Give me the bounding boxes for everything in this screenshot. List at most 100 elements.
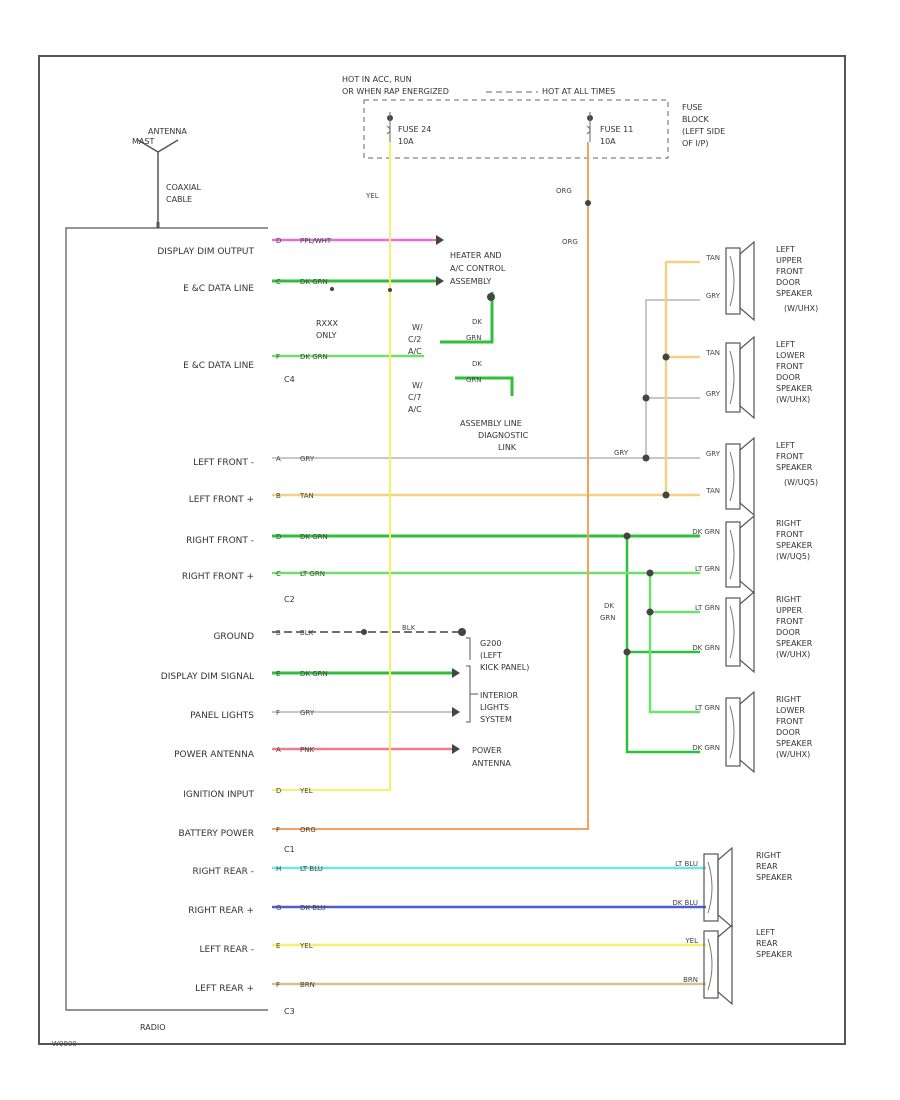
- fuse-24: FUSE 24 10A: [386, 112, 431, 146]
- speaker-name-line: FRONT: [776, 530, 803, 539]
- radio-outline: [65, 227, 268, 1011]
- fuse-24-rating: 10A: [398, 137, 414, 146]
- radio-pin-label: E &C DATA LINE: [183, 361, 254, 371]
- c2-ac-2: C/2: [408, 335, 421, 344]
- speaker-connector: [725, 597, 741, 667]
- hot-run-label-2: OR WHEN RAP ENERGIZED: [342, 87, 449, 96]
- wire-label-blk: BLK: [402, 624, 416, 632]
- hot-all-times-label: HOT AT ALL TIMES: [542, 87, 615, 96]
- power-antenna-label-1: POWER: [472, 746, 502, 755]
- speaker-cone-icon: [739, 590, 755, 674]
- radio-pin-letter: F: [276, 826, 280, 834]
- fuse-block-label-3: (LEFT SIDE: [682, 127, 725, 136]
- radio-wire-color-label: PPL/WHT: [300, 237, 332, 245]
- speaker-name-line: (W/UHX): [776, 395, 810, 404]
- speaker-coil-icon: [729, 255, 735, 307]
- speaker-connector: [703, 853, 719, 922]
- speaker-name-line: DOOR: [776, 278, 801, 287]
- speaker-name-line: (W/UHX): [776, 750, 810, 759]
- heater-ac-label-2: A/C CONTROL: [450, 264, 506, 273]
- dk-grn-a-2: GRN: [466, 334, 482, 342]
- speaker-name-line: DOOR: [776, 728, 801, 737]
- coax-label-2: CABLE: [166, 195, 192, 204]
- speaker-connector: [725, 247, 741, 315]
- speaker-coil-icon: [729, 705, 735, 759]
- speaker-wire-label: GRY: [706, 390, 721, 398]
- speaker-name-line: LOWER: [776, 706, 805, 715]
- speaker-name-line: FRONT: [776, 362, 803, 371]
- connector-c2: C2: [284, 595, 295, 604]
- radio-wire-color-label: YEL: [299, 787, 313, 795]
- speaker-name-line: SPEAKER: [776, 739, 813, 748]
- fuse-11-rating: 10A: [600, 137, 616, 146]
- radio-wire-color-label: TAN: [299, 492, 314, 500]
- speaker-name-line: SPEAKER: [776, 463, 813, 472]
- radio-wire-color-label: LT BLU: [300, 865, 323, 873]
- power-section: HOT IN ACC, RUN OR WHEN RAP ENERGIZED HO…: [342, 75, 725, 159]
- speaker-coil-icon: [729, 529, 735, 580]
- fuse-11-label: FUSE 11: [600, 125, 633, 134]
- radio-pin-letter: D: [276, 533, 281, 541]
- speaker-name-line: (W/UHX): [776, 650, 810, 659]
- speaker-connector: [703, 930, 719, 999]
- speaker-name-line: SPEAKER: [756, 950, 793, 959]
- radio-pin-label: E &C DATA LINE: [183, 284, 254, 294]
- radio-wire-color-label: DK GRN: [300, 670, 328, 678]
- speaker-wire-label: YEL: [684, 937, 698, 945]
- speaker-cone-icon: [717, 846, 733, 929]
- fuse-block-label-1: FUSE: [682, 103, 703, 112]
- radio-pin-label: RIGHT FRONT +: [182, 572, 254, 582]
- radio-unit: RADIO: [65, 227, 268, 1032]
- wire-label-org-1: ORG: [556, 187, 572, 195]
- speaker-wire-label: DK GRN: [692, 644, 720, 652]
- wire-data-c2: [440, 292, 494, 344]
- speaker-name-line: DOOR: [776, 628, 801, 637]
- speaker-name-line: SPEAKER: [756, 873, 793, 882]
- radio-wire-color-label: LT GRN: [300, 570, 325, 578]
- speaker-name-line: RIGHT: [756, 851, 781, 860]
- fuse-11: FUSE 11 10A: [586, 112, 633, 146]
- speaker-name-line: REAR: [756, 939, 778, 948]
- footer-code: W0000: [52, 1040, 77, 1048]
- speaker-name-line: RIGHT: [776, 695, 801, 704]
- radio-pin-label: LEFT FRONT -: [193, 458, 254, 468]
- speaker-name-line: UPPER: [776, 256, 803, 265]
- speaker-wire-label: GRY: [706, 450, 721, 458]
- ground-label-1: G200: [480, 639, 501, 648]
- speaker-name-line: LOWER: [776, 351, 805, 360]
- connector-c3: C3: [284, 1007, 295, 1016]
- coax-label-1: COAXIAL: [166, 183, 202, 192]
- speaker-wire-label: TAN: [705, 487, 720, 495]
- speaker-coil-icon: [707, 938, 713, 991]
- antenna-label-1: ANTENNA: [148, 127, 187, 136]
- radio-wire-color-label: DK GRN: [300, 533, 328, 541]
- radio-pin-label: RIGHT FRONT -: [186, 536, 254, 546]
- speaker-wire-label: DK GRN: [692, 744, 720, 752]
- speaker-name-line: RIGHT: [776, 519, 801, 528]
- ground-label-3: KICK PANEL): [480, 663, 529, 672]
- speaker-name-line: (W/UQ5): [776, 552, 810, 561]
- antenna-label-2: MAST: [132, 137, 154, 146]
- fuse-block-outline: [363, 99, 669, 159]
- speakers: TANGRYLEFTUPPERFRONTDOORSPEAKER(W/UHX)TA…: [672, 240, 818, 1006]
- wire-label-gry: GRY: [614, 449, 629, 457]
- speaker-connector: [725, 521, 741, 588]
- speaker-name-line: FRONT: [776, 267, 803, 276]
- radio-pin-letter: G: [276, 904, 281, 912]
- radio-pin-letter: F: [276, 353, 280, 361]
- speaker-name-line: UPPER: [776, 606, 803, 615]
- ground-label-2: (LEFT: [480, 651, 502, 660]
- radio-wire-color-label: ORG: [300, 826, 316, 834]
- dk-grn-b-1: DK: [472, 360, 482, 368]
- wire-left-front-neg: [272, 299, 700, 459]
- speaker-cone-icon: [739, 690, 755, 774]
- fuse-block-label-4: OF I/P): [682, 139, 708, 148]
- speaker-name-line: FRONT: [776, 617, 803, 626]
- hot-run-label-1: HOT IN ACC, RUN: [342, 75, 412, 84]
